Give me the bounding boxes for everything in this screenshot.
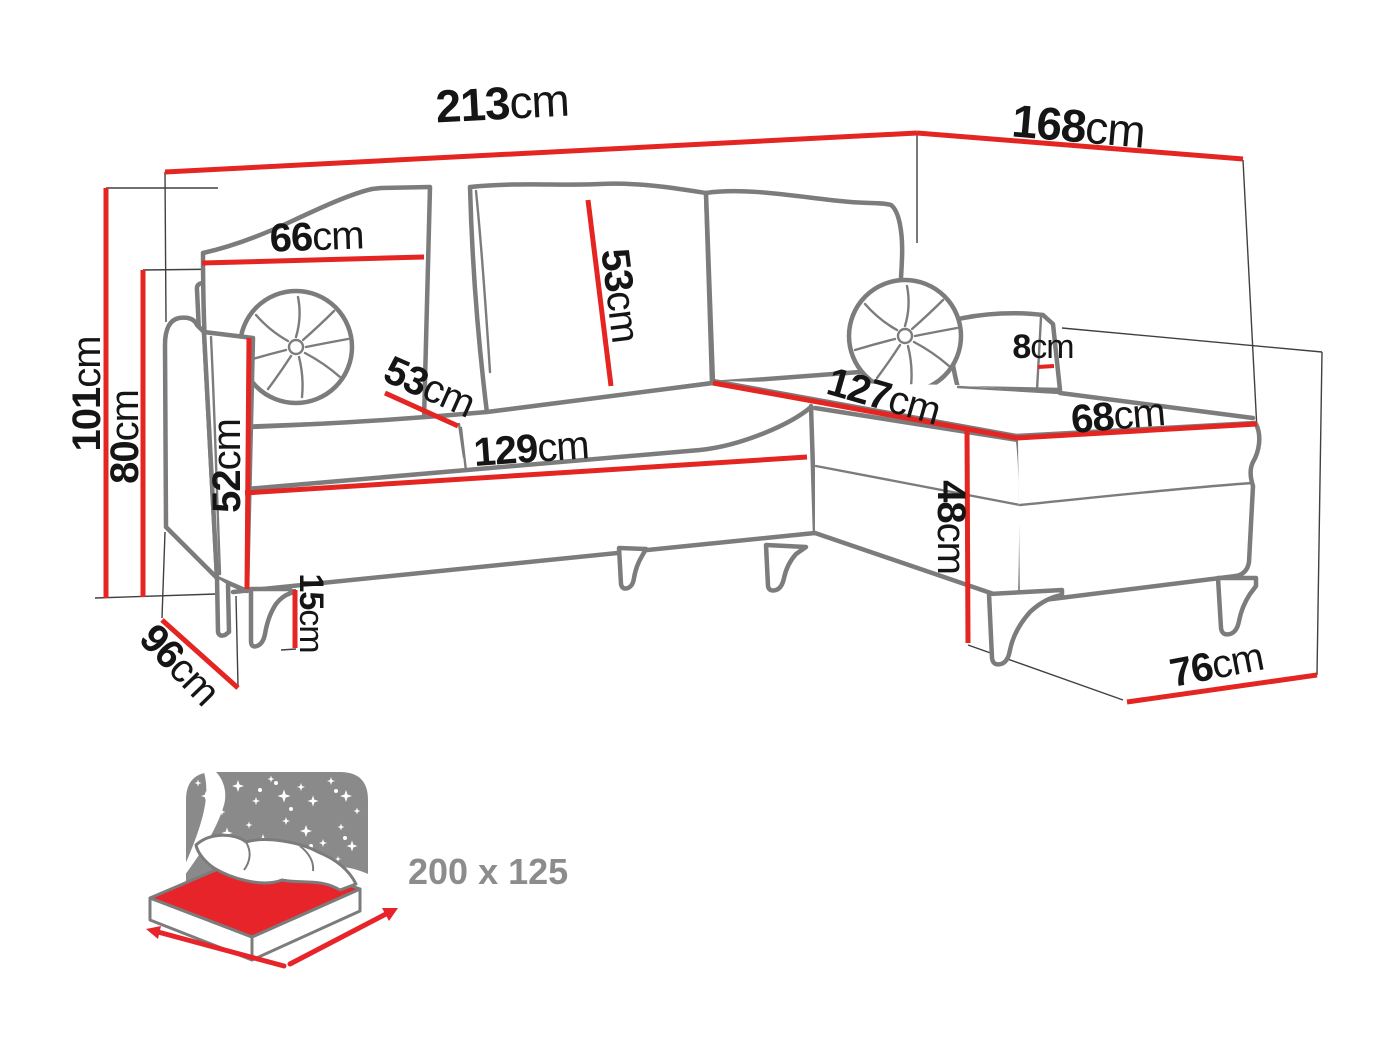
chaise-right-edge [1233,421,1262,579]
round-pillow-left [240,291,352,403]
moon-swoosh [173,772,226,891]
dimension-total-depth: 168cm [916,94,1244,162]
chaise-left-face-top [812,405,1021,443]
extension-line [161,531,166,619]
dimension-line [1126,672,1318,705]
sofa-drawing [162,181,1262,667]
dimension-line [1037,364,1055,369]
left-armrest-side [162,315,220,581]
dimension-line [244,337,252,590]
left-armrest-front [201,329,256,594]
sleeping-size-label: 200 x 125 [408,851,568,892]
corner-post-edge [808,403,818,536]
back-cushion-middle [467,181,715,416]
dimension-leg-height: 15cm [292,573,330,652]
dimension-line [160,618,240,690]
front-face-seam [459,426,468,473]
dimension-armrest-top-width: 8cm [1012,328,1075,369]
sofa-leg [616,545,649,591]
dimension-line [383,390,460,429]
dimension-line [585,199,614,387]
dimension-cushion-height: 53cm [585,199,647,387]
dimension-total-width: 213cm [164,74,918,175]
right-armrest-crease [1035,315,1043,392]
seat-back-line [247,380,716,430]
dimension-line [244,454,808,496]
dimension-label: 213cm [434,74,570,133]
dimension-label: 76cm [1166,635,1266,696]
dimension-label: 129cm [472,423,590,475]
dimension-label: 52cm [205,419,249,513]
dimension-total-height: 101cm [65,188,109,598]
chaise-seat-surface [713,381,1255,436]
dimension-label: 68cm [1069,390,1166,442]
sofa-leg [1215,575,1259,637]
dimension-cushion-width: 66cm [201,213,425,266]
dimension-backrest-height: 80cm [103,270,147,597]
extension-line [1242,159,1258,431]
extension-line [1061,327,1323,353]
extension-line [94,593,217,599]
left-armrest-crease [209,335,222,576]
dimension-armrest-height: 52cm [205,337,252,590]
base-bottom-edge [230,530,818,595]
seat-front-edge [244,404,814,492]
cushion-crease [474,189,492,374]
duvet-fold [243,841,315,872]
dimension-line [1016,421,1258,441]
dimension-label: 15cm [292,573,330,652]
dimension-label: 48cm [929,480,973,574]
seat-surface [247,383,811,489]
dimension-label: 66cm [269,213,364,260]
dimension-line [964,426,971,644]
chaise-left-face-seam [814,464,1022,507]
sleeping-function-icon: 200 x 125 [146,772,568,969]
dimension-label: 168cm [1010,94,1147,157]
dimension-line [201,254,425,266]
dimension-label: 53cm [592,246,647,344]
dimension-label: 80cm [103,390,147,484]
dimension-seat-width: 129cm [244,423,808,496]
chaise-front-face-seam [1018,481,1254,507]
extension-line [164,171,167,323]
right-armrest-edge [1051,322,1061,390]
dimension-label: 8cm [1012,328,1073,366]
dimension-chaise-width: 68cm [1016,390,1258,442]
sofa-leg [986,587,1065,667]
chaise-left-face-bottom [812,530,1023,606]
dimension-front-depth: 76cm [1126,635,1318,705]
dimension-line [916,130,1244,162]
dimension-line [164,130,918,175]
size-arrows [146,908,398,969]
chaise-front-face [1018,424,1256,603]
extension-line [1316,351,1323,676]
sofa-leg [763,542,809,593]
extension-line [280,648,297,651]
extension-line [235,595,239,687]
dimension-label: 101cm [65,336,109,451]
chaise-back-seam [956,385,1062,395]
dimension-seat-height: 48cm [929,426,973,644]
sofa-leg [248,586,294,649]
chaise-back-right-edge [1057,390,1256,421]
sofa-leg [214,575,232,638]
